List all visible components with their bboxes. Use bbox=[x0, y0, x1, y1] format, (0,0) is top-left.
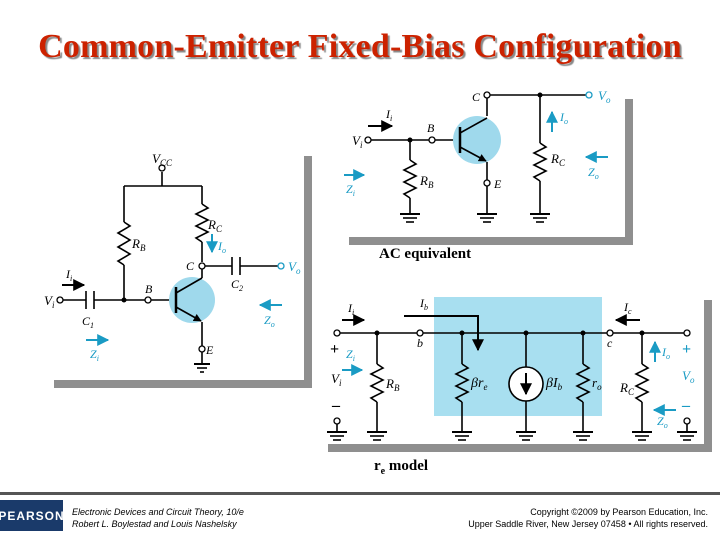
ac-vi-label: Vi bbox=[352, 133, 363, 150]
vi-label: Vi bbox=[44, 293, 55, 310]
rb-label: RB bbox=[131, 236, 146, 253]
re-ic-label: Ic bbox=[623, 300, 632, 316]
ii-label: Ii bbox=[65, 267, 72, 283]
pearson-logo: PEARSON bbox=[0, 500, 64, 531]
re-ib-label: Ib bbox=[419, 296, 428, 312]
c2-label: C2 bbox=[231, 277, 243, 293]
zo-label: Zo bbox=[264, 313, 275, 329]
re-zo-label: Zo bbox=[657, 414, 668, 430]
base-label: B bbox=[145, 282, 153, 296]
ac-zi-label: Zi bbox=[346, 182, 355, 198]
re-vo-label: Vo bbox=[682, 368, 695, 385]
re-ro-label: ro bbox=[592, 375, 602, 392]
zi-label: Zi bbox=[90, 347, 99, 363]
emitter-label: E bbox=[205, 343, 214, 357]
ac-io-label: Io bbox=[559, 110, 568, 126]
ac-equivalent-caption: AC equivalent bbox=[379, 246, 472, 262]
ac-rc-label: RC bbox=[550, 151, 566, 168]
c1-label: C1 bbox=[82, 314, 94, 330]
copyright-notice: Copyright ©2009 by Pearson Education, In… bbox=[468, 507, 708, 529]
ac-rb-label: RB bbox=[419, 173, 434, 190]
re-beta-re-label: βre bbox=[470, 376, 487, 392]
re-rb-label: RB bbox=[385, 376, 400, 393]
re-ii-label: Ii bbox=[347, 301, 354, 317]
re-b-label: b bbox=[417, 336, 423, 350]
page-title: Common-Emitter Fixed-Bias Configuration bbox=[38, 28, 682, 65]
ac-collector-label: C bbox=[472, 90, 481, 104]
ac-emitter-label: E bbox=[493, 177, 502, 191]
re-io-label: Io bbox=[661, 345, 670, 361]
re-rc-label: RC bbox=[619, 380, 635, 397]
re-zi-label: Zi bbox=[346, 347, 355, 363]
vo-label: Vo bbox=[288, 259, 301, 276]
book-citation: Electronic Devices and Circuit Theory, 1… bbox=[72, 507, 244, 529]
ac-base-label: B bbox=[427, 121, 435, 135]
collector-label: C bbox=[186, 259, 195, 273]
fixed-bias-panel: VCC RB RC Io C C2 Vo Ii Vi C1 B Zi Zo E bbox=[44, 148, 312, 388]
io-label: Io bbox=[217, 239, 226, 255]
circuit-diagrams: VCC RB RC Io C C2 Vo Ii Vi C1 B Zi Zo E bbox=[44, 88, 712, 452]
re-model-panel: Ii Ib Ic + – + – b c Zi Vi RB βre βIb ro… bbox=[320, 292, 712, 452]
footer-divider bbox=[0, 492, 720, 495]
ac-vo-label: Vo bbox=[598, 88, 611, 105]
re-model-caption: re model bbox=[374, 458, 429, 477]
ac-zo-label: Zo bbox=[588, 165, 599, 181]
re-output-plus: + bbox=[682, 341, 691, 358]
re-input-minus: – bbox=[331, 397, 341, 414]
vcc-label: VCC bbox=[152, 151, 173, 168]
re-vi-label: Vi bbox=[331, 371, 342, 388]
footer: PEARSON Electronic Devices and Circuit T… bbox=[0, 492, 720, 540]
rc-label: RC bbox=[207, 217, 223, 234]
re-output-minus: – bbox=[681, 397, 691, 414]
re-beta-ib-label: βIb bbox=[545, 376, 563, 392]
re-input-plus: + bbox=[330, 341, 339, 358]
ac-equivalent-panel: C Vo Ii B Io Vi RC Zo Zi RB E bbox=[341, 88, 633, 245]
ac-ii-label: Ii bbox=[385, 107, 392, 123]
re-c-label: c bbox=[607, 336, 613, 350]
